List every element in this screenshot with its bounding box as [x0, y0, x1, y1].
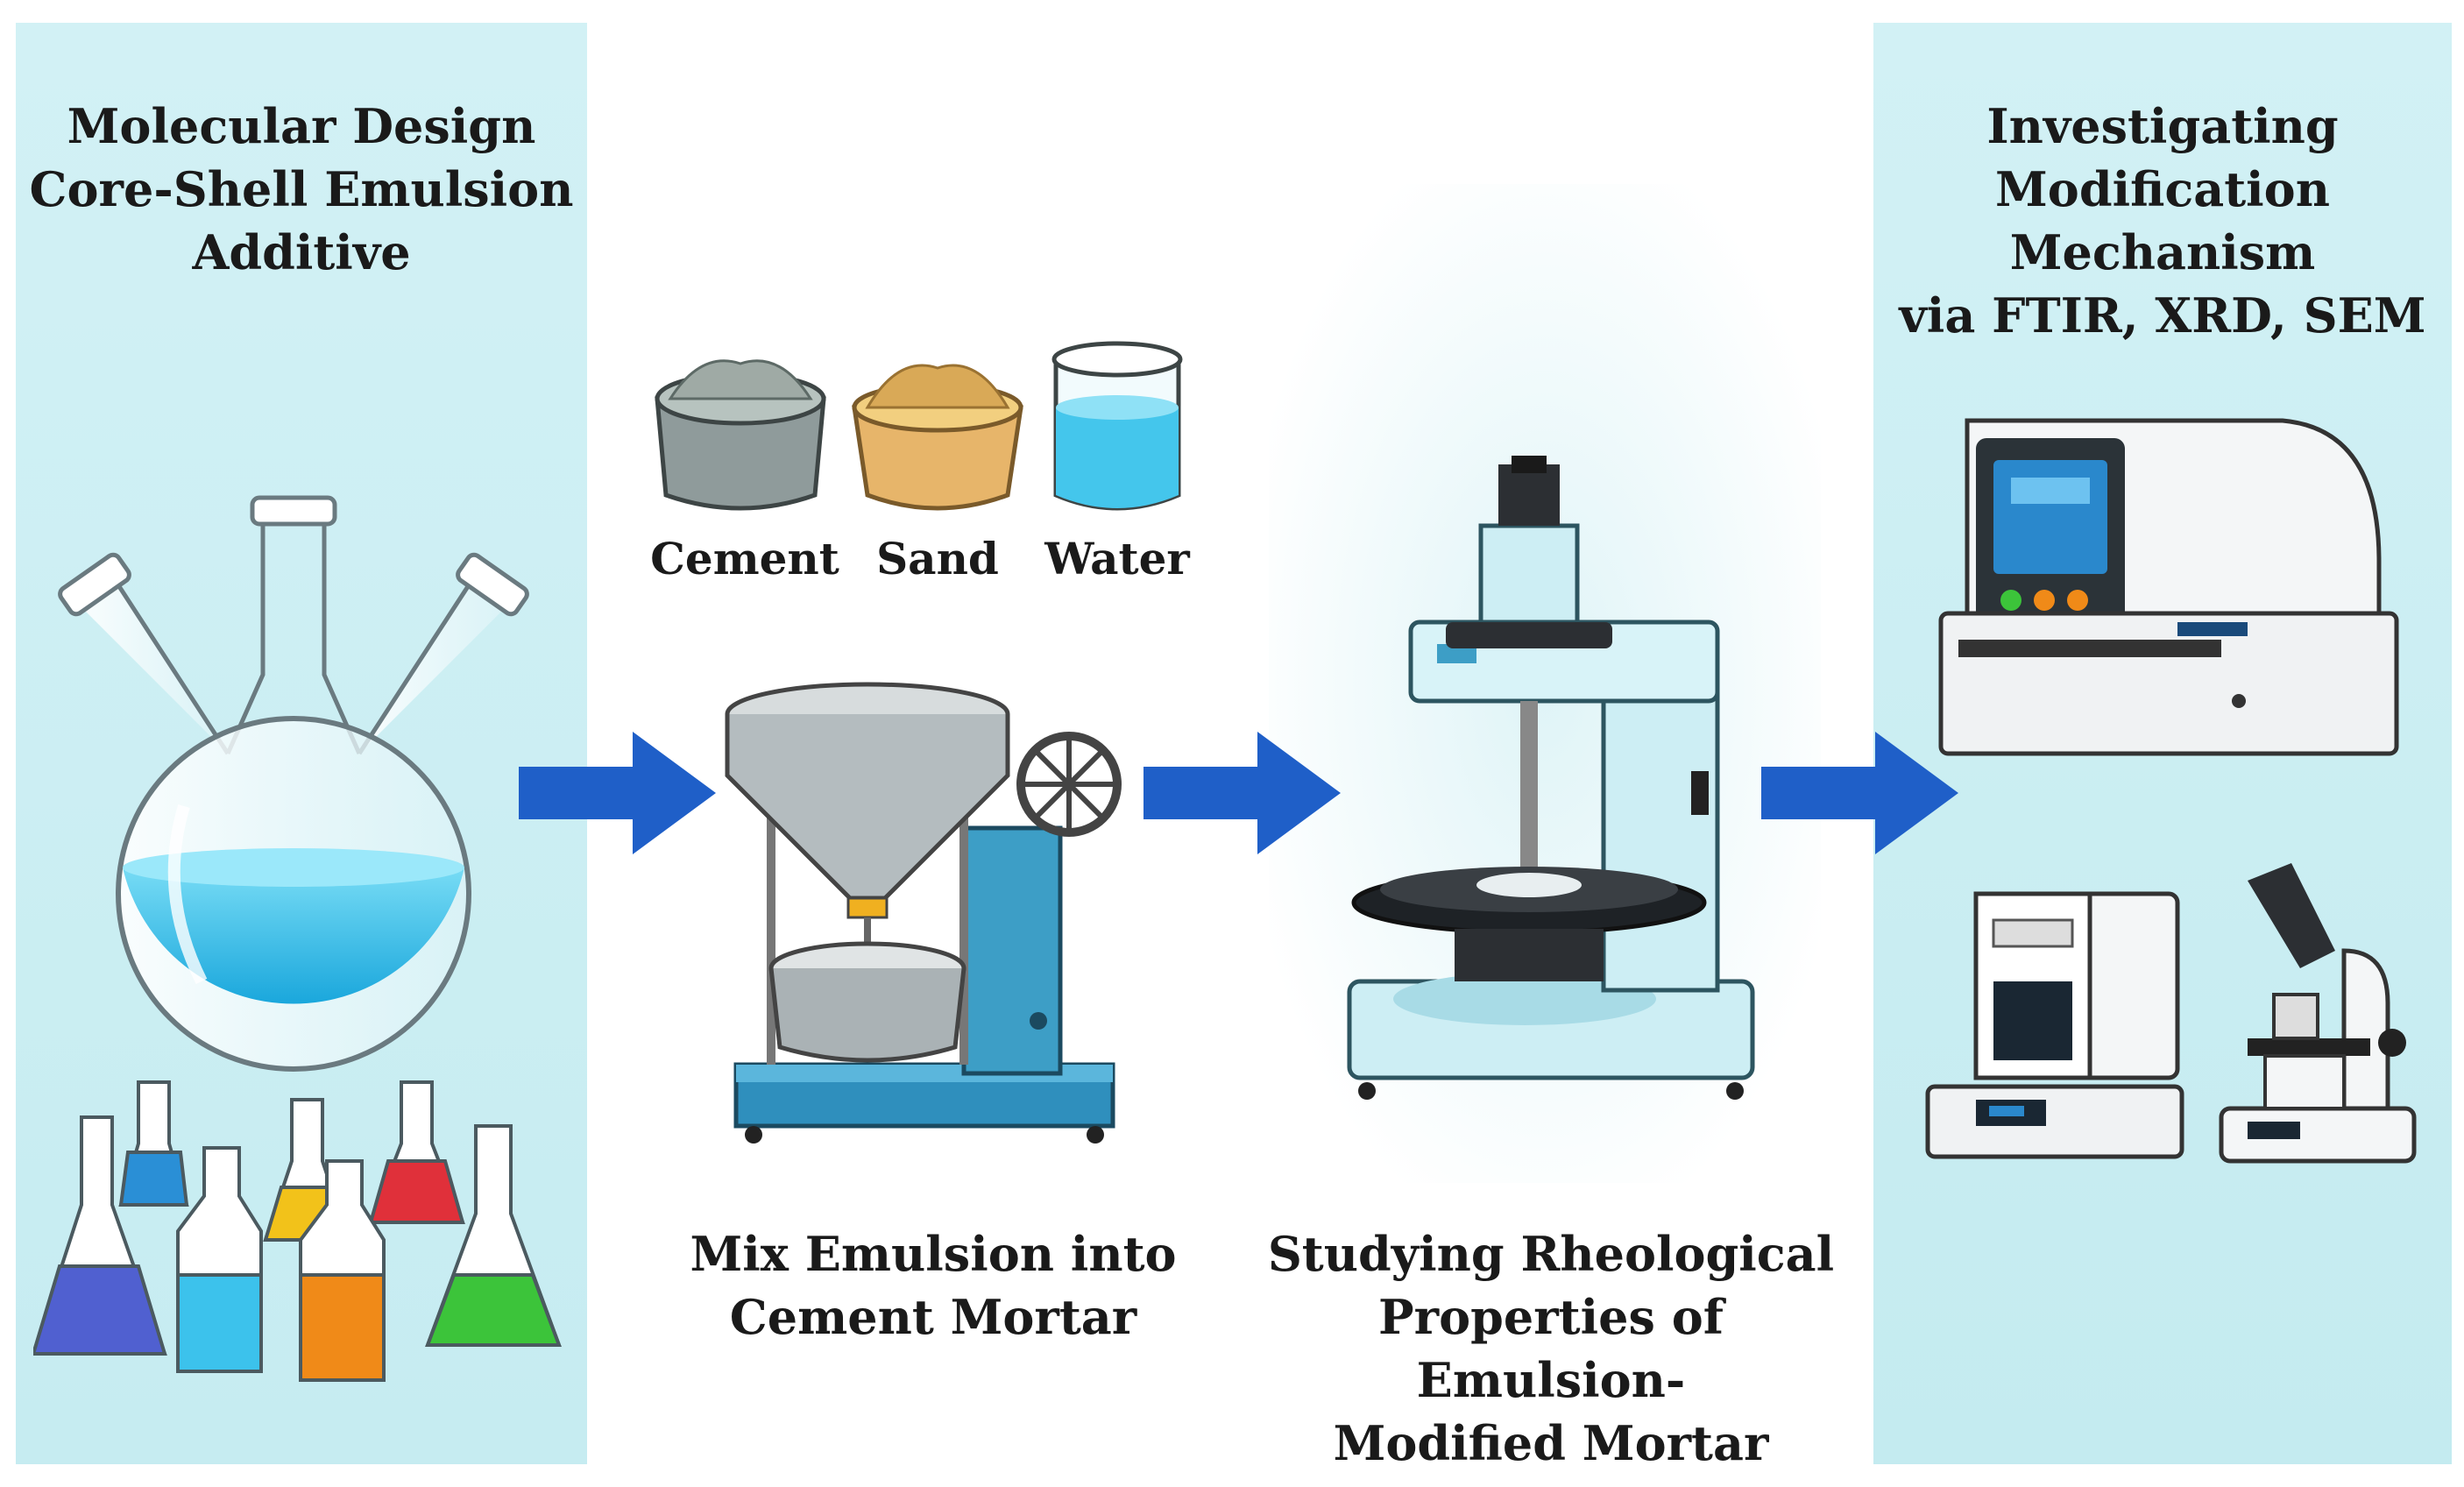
cement-bowl-icon	[655, 359, 826, 511]
step2-title: Mix Emulsion into Cement Mortar	[690, 1226, 1177, 1345]
sand-bowl-icon	[852, 364, 1023, 511]
ftir-instrument-icon	[1938, 418, 2399, 756]
step4-title: Investigating Modification Mechanism via…	[1899, 98, 2426, 343]
arrow-right-icon	[519, 732, 716, 854]
arrow-right-icon	[1143, 732, 1341, 854]
ingredient-label-sand: Sand	[876, 533, 999, 584]
rheometer-icon	[1347, 456, 1755, 1100]
water-beaker-icon	[1051, 341, 1183, 511]
ingredient-label-cement: Cement	[650, 533, 839, 584]
xrd-instrument-icon	[1925, 891, 2184, 1159]
flask-icon	[58, 495, 529, 1072]
step1-title: Molecular Design Core-Shell Emulsion Add…	[29, 98, 574, 280]
mortar-mixer-icon	[725, 682, 1122, 1144]
step3-title: Studying Rheological Properties of Emuls…	[1267, 1226, 1835, 1471]
microscope-icon	[2219, 863, 2417, 1164]
arrow-right-icon	[1761, 732, 1958, 854]
reagent-flasks-icon	[33, 1080, 562, 1382]
ingredient-label-water: Water	[1044, 533, 1190, 584]
